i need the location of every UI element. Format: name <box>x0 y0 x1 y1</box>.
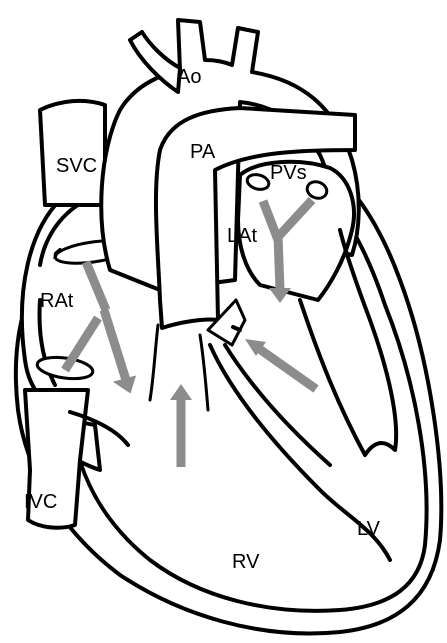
svc-tube <box>40 101 105 205</box>
rv-small-mark <box>233 327 240 330</box>
label-aorta: Ao <box>177 66 201 88</box>
label-right-atrium: RAt <box>40 290 74 312</box>
label-left-atrium: LAt <box>227 225 257 247</box>
label-inferior-vena-cava: IVC <box>24 491 57 513</box>
flow-arrow-la-to-mitral <box>278 236 280 290</box>
label-right-ventricle: RV <box>232 551 260 573</box>
label-pulmonary-artery: PA <box>190 141 216 163</box>
label-left-ventricle: LV <box>357 518 381 540</box>
label-pulmonary-veins: PVs <box>270 162 307 184</box>
label-superior-vena-cava: SVC <box>56 155 97 177</box>
